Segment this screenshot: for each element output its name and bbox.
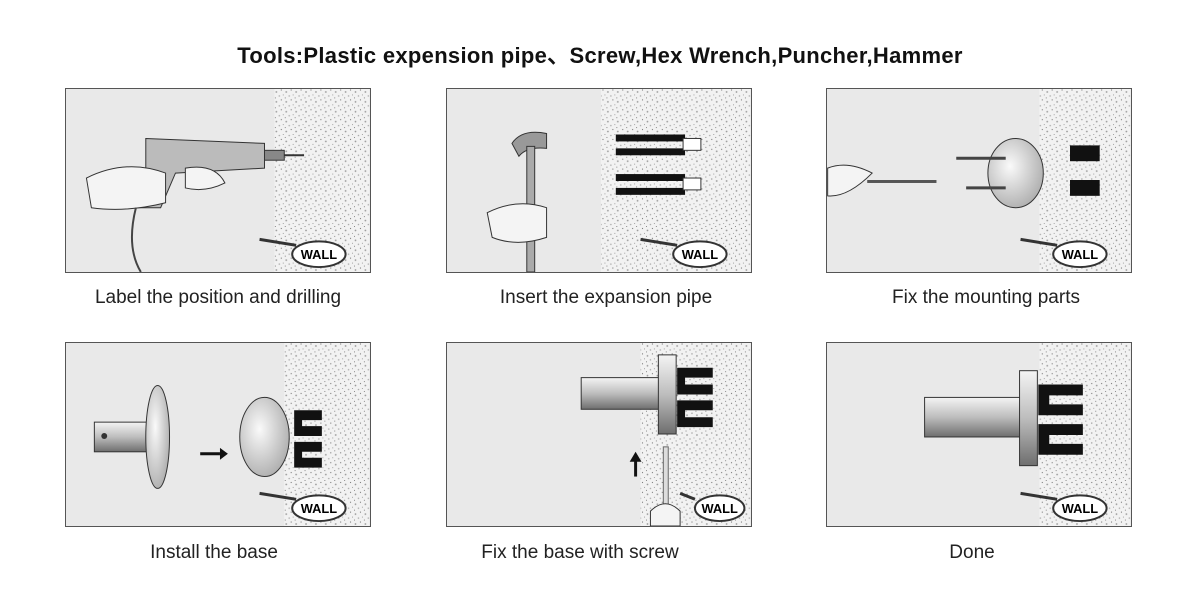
svg-text:WALL: WALL — [1062, 501, 1099, 516]
drill-icon — [85, 89, 370, 272]
step-6-panel: WALL — [826, 342, 1132, 527]
step-4-caption: Install the base — [150, 542, 278, 563]
base-icon — [93, 343, 370, 526]
svg-text:WALL: WALL — [301, 501, 338, 516]
step-3-panel: WALL — [826, 88, 1132, 273]
wall-badge: WALL — [259, 491, 347, 523]
hammer-icon — [486, 89, 751, 272]
step-2-caption: Insert the expansion pipe — [499, 287, 713, 308]
wall-badge: WALL — [640, 237, 728, 269]
wall-badge: WALL — [679, 491, 746, 523]
screwdriver-icon — [827, 89, 1131, 272]
step-1-panel: WALL — [65, 88, 371, 273]
svg-text:WALL: WALL — [682, 247, 719, 262]
svg-text:WALL: WALL — [301, 247, 338, 262]
svg-text:WALL: WALL — [701, 501, 738, 516]
svg-text:WALL: WALL — [1062, 247, 1099, 262]
step-4-panel: WALL — [65, 342, 371, 527]
wall-badge: WALL — [1020, 491, 1108, 523]
step-5-panel: WALL — [446, 342, 752, 527]
step-3-caption: Fix the mounting parts — [892, 287, 1080, 308]
hex-wrench-icon — [580, 343, 751, 526]
wall-badge: WALL — [1020, 237, 1108, 269]
step-1-caption: Label the position and drilling — [94, 287, 342, 308]
step-6-caption: Done — [949, 542, 995, 563]
tools-title: Tools:Plastic expension pipe、Screw,Hex W… — [237, 43, 963, 68]
step-5-caption: Fix the base with screw — [481, 542, 679, 563]
step-2-panel: WALL — [446, 88, 752, 273]
wall-badge: WALL — [259, 237, 347, 269]
